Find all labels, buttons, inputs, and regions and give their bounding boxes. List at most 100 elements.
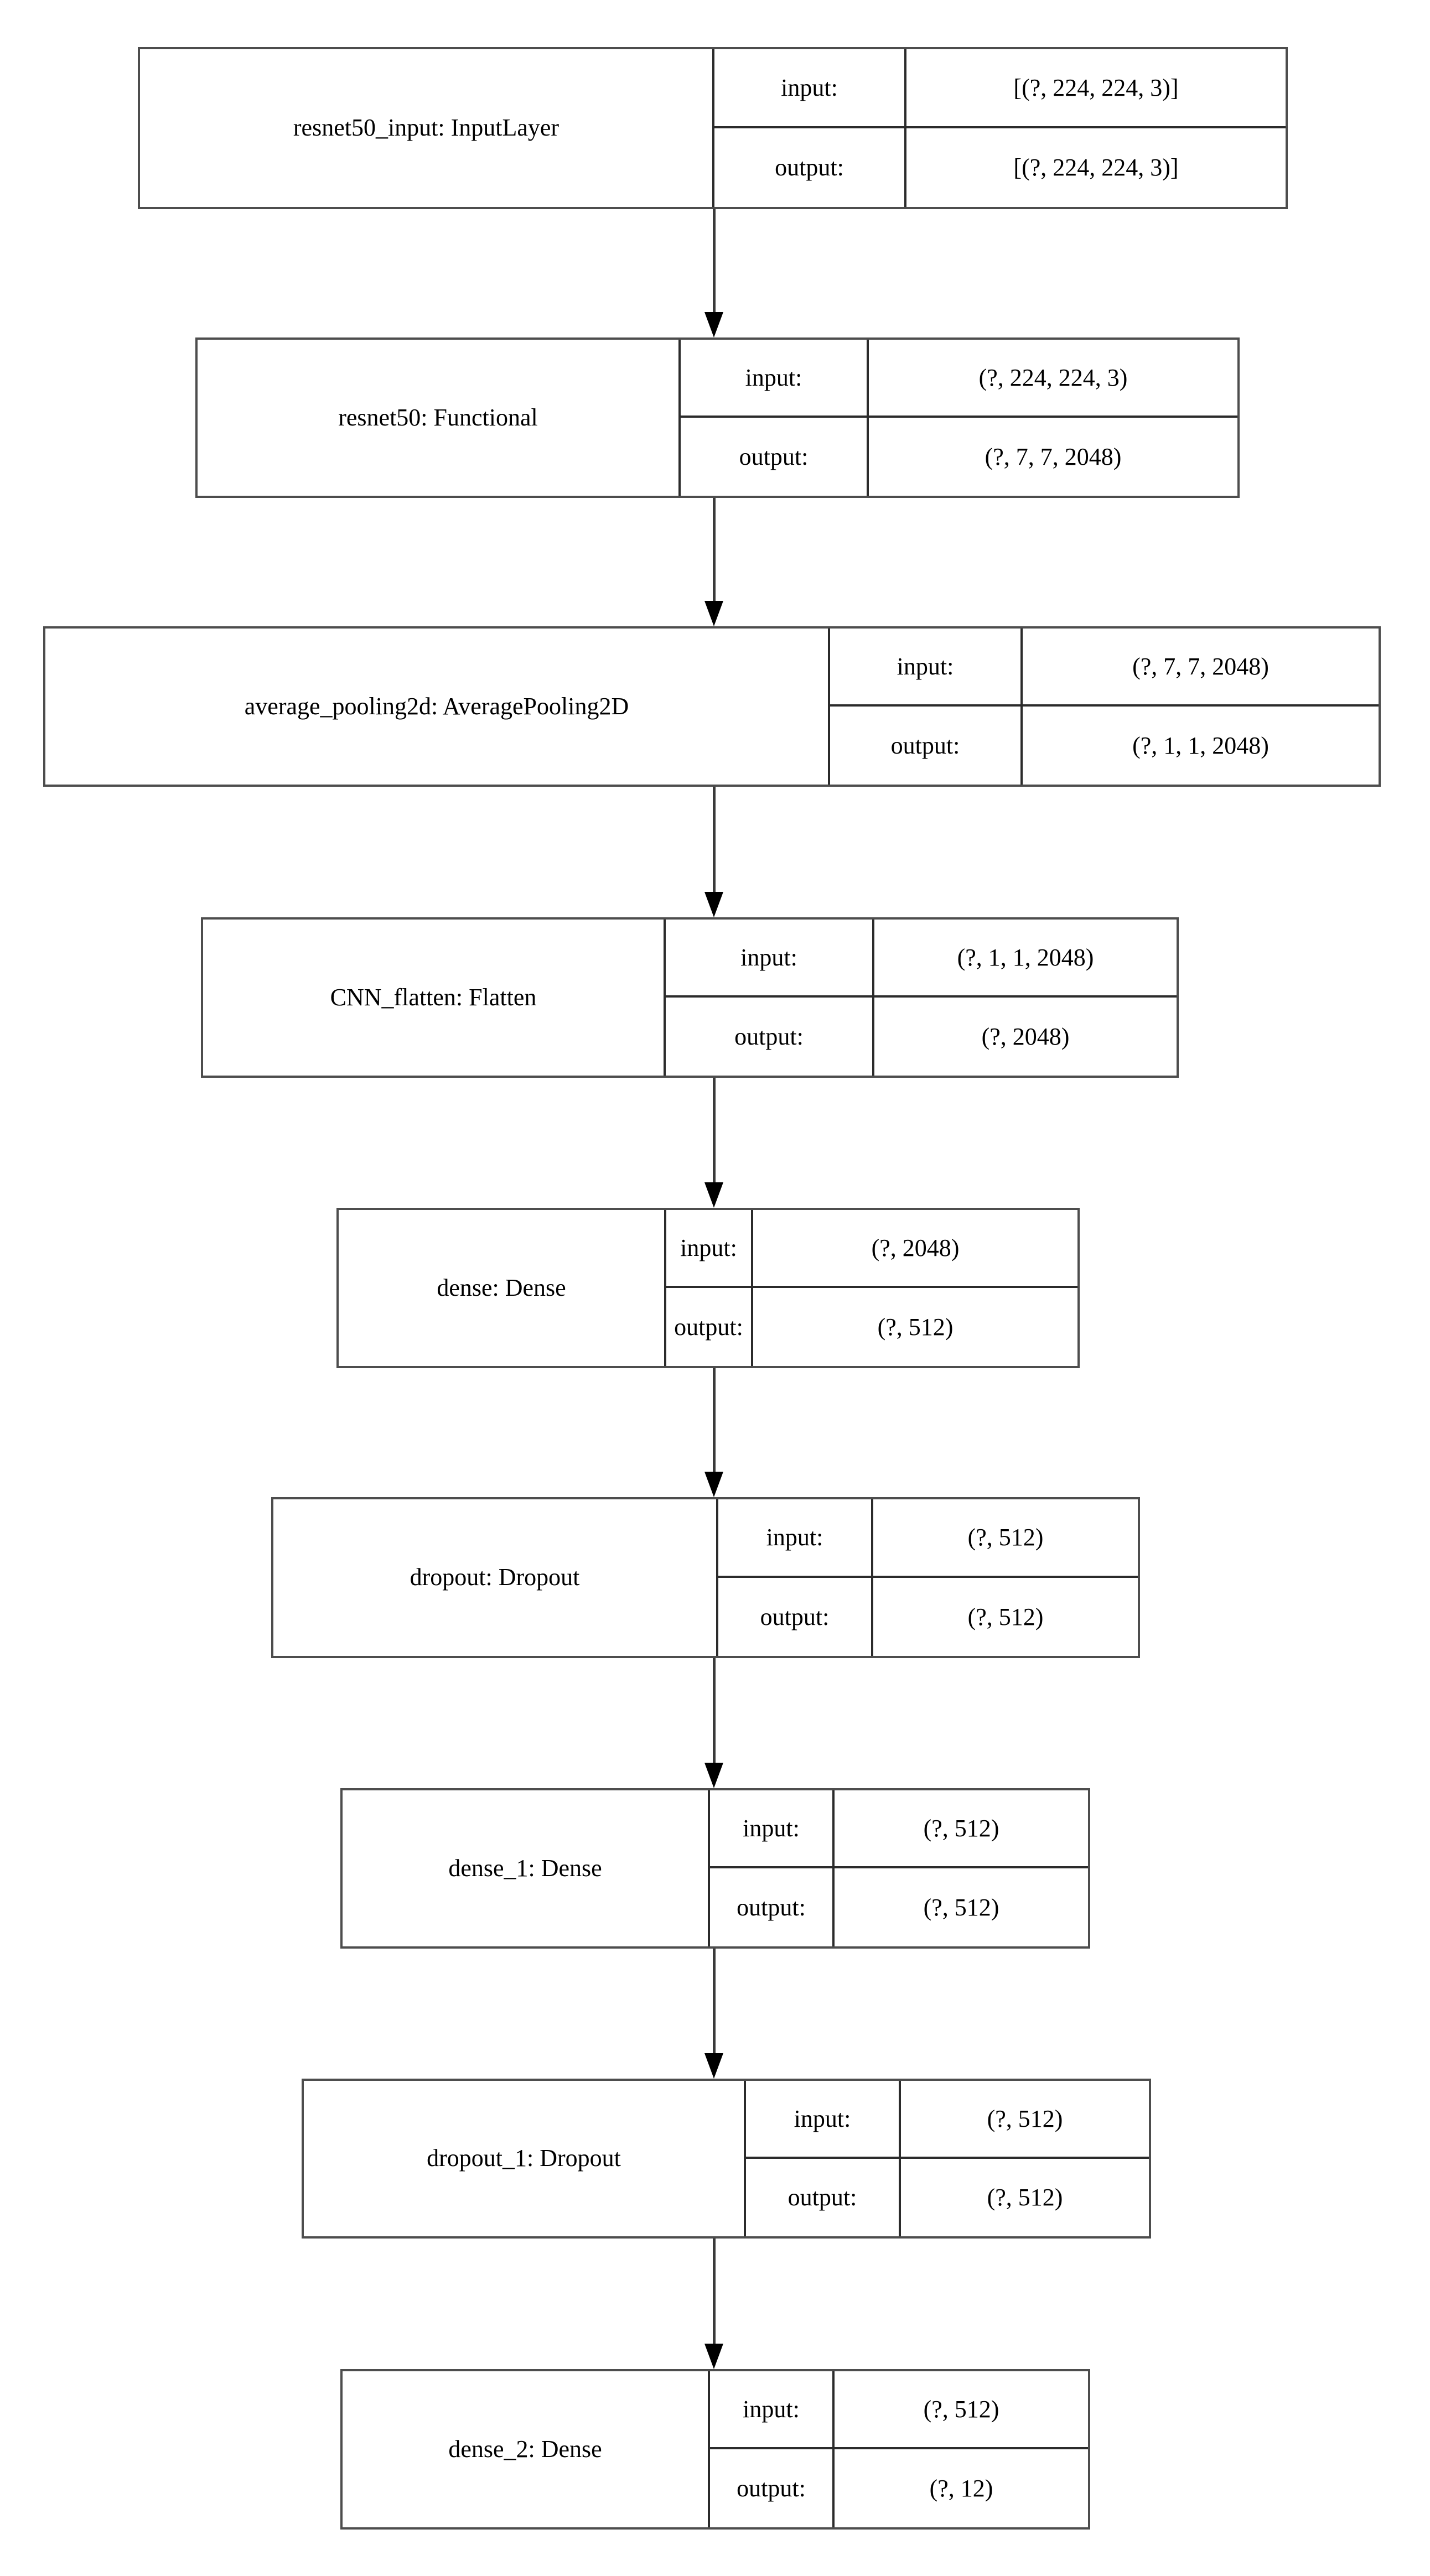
output-shape-value: (?, 512) [967,1603,1044,1630]
layer-output-row: output: (?, 1, 1, 2048) [830,707,1379,785]
layer-node-average_pooling2d[interactable]: average_pooling2d: AveragePooling2D input… [43,626,1381,787]
input-label: input: [681,340,869,416]
output-shape-value: (?, 512) [987,2184,1063,2211]
edge-line [713,1368,716,1473]
edge-line [713,1658,716,1764]
layer-io-table: input: (?, 2048) output: (?, 512) [664,1210,1077,1366]
layer-input-row: input: (?, 512) [710,2371,1088,2449]
output-label: output: [666,1288,753,1366]
input-shape-value: (?, 224, 224, 3) [978,364,1128,391]
layer-io-table: input: (?, 512) output: (?, 12) [708,2371,1088,2527]
layer-name-label: dense_1: Dense [448,1854,602,1882]
edge-dropout_1-to-dense_2 [704,2239,723,2369]
layer-name-label: resnet50: Functional [338,403,538,431]
input-shape-value: [(?, 224, 224, 3)] [1013,74,1179,101]
output-label: output: [681,418,869,496]
output-label: output: [746,2158,901,2236]
edge-CNN_flatten-to-dense [704,1078,723,1208]
layer-name-label: dropout: Dropout [410,1564,580,1591]
output-shape-value: (?, 512) [877,1313,954,1341]
arrowhead-icon [704,601,723,626]
edge-dense_1-to-dropout_1 [704,1949,723,2079]
edge-average_pooling2d-to-CNN_flatten [704,787,723,917]
input-shape-value: (?, 512) [923,2396,999,2423]
edge-resnet50_input-to-resnet50 [704,209,723,337]
layer-io-table: input:(?, 512)output:(?, 512) [716,1499,1138,1656]
edge-line [713,209,716,313]
arrowhead-icon [704,2053,723,2079]
output-shape-value: (?, 1, 1, 2048) [1132,732,1269,759]
layer-output-row: output:(?, 512) [718,1577,1138,1656]
layer-input-row: input: [(?, 224, 224, 3)] [714,49,1286,128]
input-label: input: [714,49,906,126]
input-shape-value: (?, 512) [967,1524,1044,1551]
layer-node-resnet50_input[interactable]: resnet50_input: InputLayer input: [(?, 224… [138,47,1288,209]
output-shape-value: (?, 2048) [981,1023,1070,1050]
layer-io-table: input: (?, 1, 1, 2048) output: (?, 2048) [664,920,1177,1076]
output-shape-value: (?, 12) [929,2475,993,2502]
layer-node-dense_2[interactable]: dense_2: Dense input: (?, 512) output: (?, 1… [340,2369,1090,2530]
layer-name-label: dense: Dense [437,1274,566,1301]
layer-node-dense[interactable]: dense: Dense input: (?, 2048) output: (?, 51… [336,1208,1080,1368]
input-shape-value: (?, 512) [987,2105,1063,2132]
output-label: output: [830,707,1023,785]
output-shape-value: [(?, 224, 224, 3)] [1013,154,1179,181]
layer-io-table: input:(?, 512)output: (?, 512) [708,1790,1088,1946]
layer-output-row: output: (?, 2048) [666,998,1177,1076]
layer-output-row: output: (?, 7, 7, 2048) [681,418,1237,496]
layer-io-table: input: (?, 7, 7, 2048) output: (?, 1, 1, 20… [828,629,1379,785]
input-label: input: [666,920,874,995]
edge-dense-to-dropout [704,1368,723,1497]
edge-resnet50-to-average_pooling2d [704,498,723,626]
layer-name-label: average_pooling2d: AveragePooling2D [244,692,629,720]
edge-dropout-to-dense_1 [704,1658,723,1788]
input-label: input: [710,2371,835,2447]
input-label: input: [666,1210,753,1286]
layer-io-table: input:(?, 512)output:(?, 512) [744,2081,1149,2236]
input-shape-value: (?, 512) [923,1815,999,1842]
layer-output-row: output: [(?, 224, 224, 3)] [714,128,1286,207]
layer-io-table: input: (?, 224, 224, 3) output: (?, 7, 7, 2… [678,340,1237,496]
layer-input-row: input: (?, 512) [718,1499,1138,1578]
edge-line [713,2239,716,2345]
input-shape-value: (?, 1, 1, 2048) [957,944,1094,971]
layer-io-table: input: [(?, 224, 224, 3)] output: [(?, 224,… [712,49,1286,207]
arrowhead-icon [704,312,723,337]
layer-output-row: output: (?, 512) [710,1868,1088,1946]
layer-output-row: output: (?, 512) [746,2158,1149,2236]
layer-name-label: dropout_1: Dropout [427,2144,621,2172]
input-label: input: [830,629,1023,704]
arrowhead-icon [704,892,723,917]
arrowhead-icon [704,1182,723,1208]
edge-line [713,1949,716,2054]
output-label: output: [666,998,874,1076]
arrowhead-icon [704,2344,723,2369]
edge-line [713,1078,716,1183]
layer-output-row: output: (?, 512) [666,1288,1077,1366]
output-shape-value: (?, 7, 7, 2048) [985,443,1122,470]
layer-input-row: input: (?, 2048) [666,1210,1077,1288]
input-shape-value: (?, 7, 7, 2048) [1132,653,1269,680]
output-label: output: [710,1868,835,1946]
layer-node-CNN_flatten[interactable]: CNN_flatten: Flatten input: (?, 1, 1, 2048… [201,917,1179,1078]
output-label: output: [714,128,906,207]
arrowhead-icon [704,1763,723,1788]
layer-output-row: output: (?, 12) [710,2449,1088,2527]
input-shape-value: (?, 2048) [871,1234,960,1261]
layer-input-row: input:(?, 512) [710,1790,1088,1868]
arrowhead-icon [704,1472,723,1497]
layer-node-dense_1[interactable]: dense_1: Dense input:(?, 512)output: (?, 5… [340,1788,1090,1949]
layer-name-label: CNN_flatten: Flatten [330,983,537,1011]
layer-node-resnet50[interactable]: resnet50: Functional input: (?, 224, 224, … [195,337,1240,498]
edge-line [713,787,716,893]
layer-name-label: dense_2: Dense [448,2435,602,2463]
layer-input-row: input: (?, 7, 7, 2048) [830,629,1379,707]
layer-name-label: resnet50_input: InputLayer [293,114,559,142]
input-label: input: [718,1499,873,1576]
output-shape-value: (?, 512) [923,1894,999,1921]
layer-input-row: input: (?, 1, 1, 2048) [666,920,1177,998]
output-label: output: [710,2449,835,2527]
